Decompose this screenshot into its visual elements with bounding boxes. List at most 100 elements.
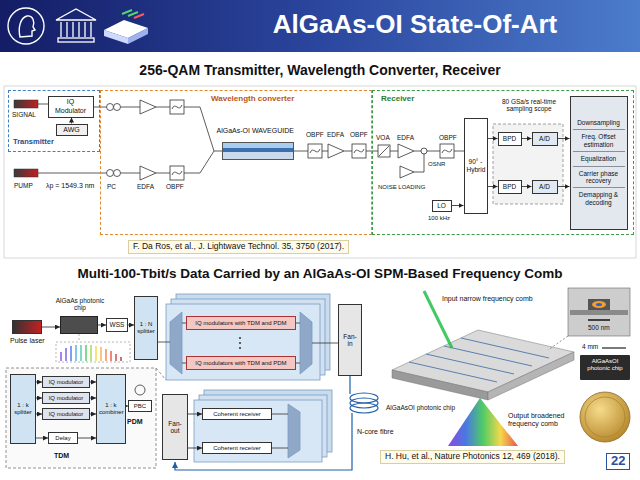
detail-outline (6, 368, 156, 468)
node-text: BPD (501, 135, 519, 142)
fibre-link (175, 376, 378, 470)
source-name: PUMP (14, 182, 33, 189)
node-text: IQ modulator (45, 395, 87, 402)
chip-label: AlGaAsOI photonic chip (582, 358, 628, 372)
detector-box: BPD (498, 180, 522, 194)
photonic-chip: AlGaAs photonic chip (60, 316, 98, 334)
chip-photo (585, 397, 625, 437)
transmitter-region: Transmitter IQ ModulatorAWG (8, 90, 100, 152)
amplifier-symbol (328, 144, 344, 158)
waveguide-chip: AlGaAs-OI WAVEGUIDE (222, 142, 294, 160)
slide-title: AlGaAs-OI State-Of-Art (200, 9, 630, 40)
signal-connector (78, 438, 96, 439)
coupler-symbol (421, 148, 427, 154)
comb-spectrum (80, 345, 81, 361)
chip-photo (580, 348, 630, 442)
attenuator-symbol (379, 146, 389, 156)
node-text: A/D (535, 183, 555, 190)
node-text: Coherent receiver (205, 411, 269, 418)
filter-symbol (170, 100, 184, 114)
fan-in-box: Fan-in (338, 304, 362, 376)
component-name: OBPF (166, 183, 184, 190)
optical-wire (272, 414, 288, 448)
attenuator-symbol (378, 145, 390, 157)
transmitter-card (300, 312, 312, 374)
comb-spectrum (105, 349, 106, 361)
connector-group (36, 118, 570, 449)
dsp-stack: DownsamplingFreq. Offset estimationEqual… (570, 96, 628, 230)
laser-symbol (14, 169, 38, 177)
awg-box: AWG (56, 124, 88, 136)
node-text: Fan-out (165, 420, 185, 435)
node-text: PBC (131, 403, 149, 410)
modulator-box: IQ modulator (42, 376, 90, 388)
chip-photo (580, 392, 630, 442)
pbc-box: PBC (128, 400, 152, 412)
sem-inset (570, 310, 628, 315)
stage-name: TDM (54, 452, 69, 460)
filter-symbol (442, 149, 452, 153)
scope-outline (493, 124, 563, 204)
university-logo (58, 38, 94, 42)
transmitter-card (166, 304, 320, 380)
digitizer-box: A/D (532, 132, 558, 146)
combiner-box: 1 : k combiner (96, 374, 126, 444)
node-text: 90° - Hybrid (467, 158, 485, 173)
node-text: Pulse laser (10, 337, 45, 345)
comb-spectrum (60, 352, 61, 361)
receiver-card (194, 390, 332, 462)
node-text: IQ modulators with TDM and PDM (189, 320, 293, 327)
comb-spectrum (79, 334, 80, 342)
university-logo (61, 22, 91, 37)
rotator-symbol (135, 385, 145, 395)
page-number: 22 (606, 453, 630, 470)
transmitter-card (170, 312, 182, 374)
receiver-card (194, 400, 322, 462)
node-text: 1 : N splitter (137, 321, 155, 335)
polarization-controller (114, 170, 121, 177)
region-heading: Transmitter (13, 138, 54, 147)
modulator-bank: IQ modulators with TDM and PDM (186, 316, 296, 330)
node-text: AlGaAs-OI WAVEGUIDE (217, 127, 294, 135)
sem-inset (588, 299, 610, 310)
oscillator-box: LO (432, 200, 452, 212)
chip-photo (580, 355, 630, 380)
fibre-link (349, 376, 350, 394)
chip-illustration (392, 370, 488, 400)
signal-connector (98, 325, 106, 326)
chip-illustration (392, 291, 574, 446)
filter-symbol (170, 100, 454, 180)
detector-box: BPD (498, 132, 522, 146)
node-text: 1 : k splitter (13, 402, 33, 416)
optical-wire (38, 151, 214, 173)
citation: F. Da Ros, et al., J. Lightwave Technol.… (128, 240, 349, 254)
modulator-box: IQ Modulator (48, 96, 94, 118)
modulator-box: IQ modulator (42, 408, 90, 420)
signal-connector (36, 438, 48, 439)
device-logo (134, 14, 144, 18)
chip-photo (602, 347, 626, 348)
node-text: AWG (59, 126, 85, 134)
node-text: 1 : k combiner (99, 402, 123, 416)
signal-connector (452, 205, 464, 206)
optical-wire (158, 342, 170, 343)
institute-logo (8, 8, 44, 44)
hybrid-box: 90° - Hybrid (464, 118, 488, 214)
comb-spectrum (75, 345, 76, 361)
section-heading: 256-QAM Transmitter, Wavelength Converte… (0, 62, 640, 78)
device-logo (104, 30, 128, 44)
component-name: PC (107, 183, 116, 190)
modulator-bank: IQ modulators with TDM and PDM (186, 356, 296, 370)
optical-wire (94, 107, 222, 151)
comb-spectrum (90, 345, 91, 361)
amplifier-symbol (140, 166, 156, 180)
node-text: A/D (535, 135, 555, 142)
ellipsis-dots (239, 347, 241, 349)
device-logo (104, 10, 148, 44)
scale-label: 500 nm (588, 324, 610, 331)
wss-box: WSS (106, 318, 128, 332)
receiver-card (288, 404, 300, 458)
component-name: EDFA (137, 183, 154, 190)
splitter-box: 1 : k splitter (10, 374, 36, 444)
splitter-box: 1 : N splitter (134, 296, 158, 360)
